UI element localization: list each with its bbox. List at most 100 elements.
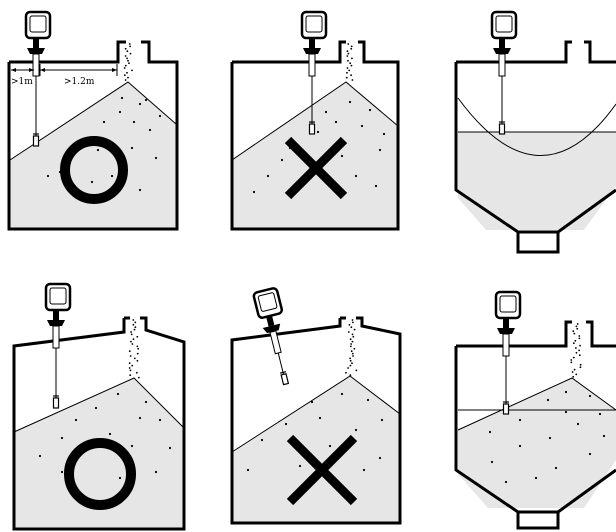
pile-particle — [119, 477, 121, 479]
stream-particle — [350, 48, 352, 50]
pile-particle — [253, 191, 255, 193]
pile-particle — [61, 437, 63, 439]
stream-particle — [352, 353, 354, 355]
stream-particle — [349, 62, 351, 64]
stream-particle — [348, 331, 350, 333]
pile-particle — [355, 429, 357, 431]
stream-particle — [580, 366, 582, 368]
stream-particle — [127, 77, 129, 79]
stream-particle — [136, 372, 138, 374]
pile-particle — [519, 419, 521, 421]
stream-particle — [129, 350, 131, 352]
stream-particle — [136, 336, 138, 338]
stream-particle — [579, 345, 581, 347]
hopper-roof — [456, 42, 572, 62]
stream-particle — [347, 50, 349, 52]
stream-particle — [130, 331, 132, 333]
pile-particle — [489, 431, 491, 433]
stream-particle — [350, 338, 352, 340]
stream-particle — [572, 330, 574, 332]
stream-particle — [131, 343, 133, 345]
stream-particle — [570, 362, 572, 364]
pile-particle — [145, 401, 147, 403]
pile-particle — [91, 181, 93, 183]
stream-particle — [351, 362, 353, 364]
stream-particle — [574, 340, 576, 342]
pile-particle — [589, 453, 591, 455]
pile-particle — [369, 109, 371, 111]
pile-particle — [133, 121, 135, 123]
stream-particle — [351, 350, 353, 352]
panel-silo-2 — [232, 12, 398, 229]
pile-particle — [139, 417, 141, 419]
panel-silo-3 — [14, 284, 184, 529]
stream-particle — [575, 326, 577, 328]
stream-particle — [125, 79, 127, 81]
stream-particle — [352, 341, 354, 343]
panel-silo-4 — [232, 288, 400, 523]
stream-particle — [574, 369, 576, 371]
pile-particle — [149, 129, 151, 131]
stream-particle — [575, 347, 577, 349]
pile-particle — [355, 175, 357, 177]
silo-roof-left — [9, 42, 126, 62]
stream-particle — [136, 346, 138, 348]
pile-particle — [145, 99, 147, 101]
stream-particle — [129, 374, 131, 376]
pile-particle — [383, 133, 385, 135]
stream-particle — [134, 329, 136, 331]
stream-particle — [138, 377, 140, 379]
stream-particle — [132, 319, 134, 321]
pile-particle — [335, 121, 337, 123]
pile-particle — [379, 149, 381, 151]
stream-particle — [577, 323, 579, 325]
pile-particle — [349, 101, 351, 103]
pile-particle — [599, 413, 601, 415]
pile-particle — [261, 439, 263, 441]
pile-particle — [381, 419, 383, 421]
material-fill — [458, 132, 616, 230]
sensor-cable — [278, 353, 283, 374]
stream-particle — [130, 53, 132, 55]
pile-particle — [267, 175, 269, 177]
pile-particle — [109, 433, 111, 435]
pile-particle — [379, 457, 381, 459]
stream-particle — [573, 357, 575, 359]
dimension-lines: >1m >1.2m — [11, 64, 117, 87]
pile-particle — [75, 419, 77, 421]
stream-particle — [350, 360, 352, 362]
stream-particle — [347, 53, 349, 55]
panel-silo-1: >1m >1.2m — [9, 12, 177, 229]
stream-particle — [349, 324, 351, 326]
stream-particle — [352, 319, 354, 321]
stream-particle — [134, 358, 136, 360]
stream-particle — [350, 326, 352, 328]
stream-particle — [124, 74, 126, 76]
stream-particle — [347, 60, 349, 62]
dim-stream-label: >1.2m — [64, 77, 95, 87]
pile-particle — [361, 125, 363, 127]
pile-particle — [285, 423, 287, 425]
pile-particle — [375, 185, 377, 187]
stream-particle — [350, 74, 352, 76]
stream-particle — [349, 374, 351, 376]
stream-particle — [349, 358, 351, 360]
pile-particle — [325, 111, 327, 113]
hopper-roof-right — [584, 42, 616, 62]
material-stream — [124, 43, 133, 81]
stream-particle — [350, 343, 352, 345]
pile-particle — [603, 435, 605, 437]
stream-particle — [351, 65, 353, 67]
stream-particle — [125, 48, 127, 50]
stream-particle — [127, 60, 129, 62]
pile-particle — [341, 155, 343, 157]
pile-particle — [519, 445, 521, 447]
stream-particle — [134, 322, 136, 324]
sensor-housing-icon — [253, 288, 283, 319]
stream-particle — [579, 354, 581, 356]
stream-particle — [345, 372, 347, 374]
pile-particle — [47, 175, 49, 177]
stream-particle — [572, 376, 574, 378]
material-pile — [10, 82, 176, 228]
